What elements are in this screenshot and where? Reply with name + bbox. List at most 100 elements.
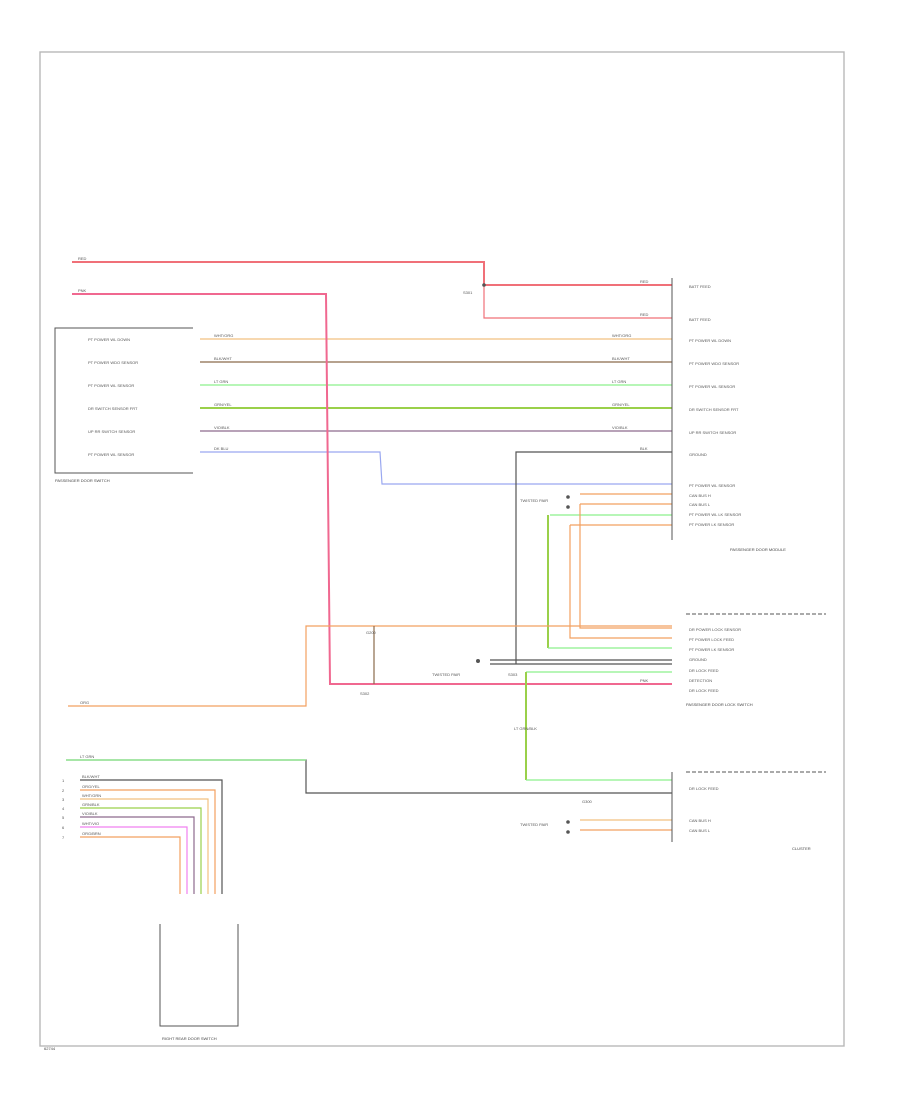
right-label-6: DR SWITCH SENSOR FRT	[689, 407, 739, 412]
wire-label-wht-org: WHT/ORG	[214, 333, 233, 338]
twisted-pair-dot-1	[566, 495, 570, 499]
wire-label-lt-grn: LT GRN	[214, 379, 228, 384]
right-label-13: PT POWER LK SENSOR	[689, 522, 734, 527]
passenger-door-switch-box	[54, 327, 193, 474]
wire-label-red-r2: RED	[640, 312, 649, 317]
left-labels: PT POWER WL DOWN PT POWER WDO SENSOR PT …	[88, 337, 138, 457]
left-label-2: PT POWER WDO SENSOR	[88, 360, 138, 365]
bottom-wire-3	[80, 798, 209, 894]
left-label-4: DR SWITCH SENSOR FRT	[88, 406, 138, 411]
wire-label-lt-grn-blk: LT GRN/BLK	[514, 726, 537, 731]
twisted-pair-dot-5	[566, 830, 570, 834]
right-label-17: GROUND	[689, 657, 707, 662]
right-label-21: DR LOCK FEED	[689, 786, 719, 791]
wire-red-batt	[72, 261, 672, 286]
twisted-pair-label-2: TWISTED PAIR	[432, 672, 460, 677]
bottom-wire-labels: BLK/WHT ORG/YEL WHT/GRN GRN/BLK VIO/BLK …	[82, 774, 101, 836]
bottom-pin-numbers: 1 2 3 4 5 6 7	[62, 778, 65, 840]
wire-label-vio-blk: VIO/BLK	[214, 425, 230, 430]
bottom-connector-wires	[80, 779, 223, 894]
passenger-door-module-label: PASSENGER DOOR MODULE	[730, 547, 786, 552]
wire-label-lt-grn-r: LT GRN	[612, 379, 626, 384]
bottom-pin-4: 4	[62, 806, 65, 811]
diagram-frame	[39, 51, 845, 1047]
bottom-wire-label-1: BLK/WHT	[82, 774, 100, 779]
wire-pink-feed	[72, 293, 672, 685]
right-label-12: PT POWER WL LK SENSOR	[689, 512, 741, 517]
wire-label-pink-r: PNK	[640, 678, 649, 683]
wire-label-vio-blk-r: VIO/BLK	[612, 425, 628, 430]
wire-label-wht-org-r: WHT/ORG	[612, 333, 631, 338]
right-label-19: DETECTION	[689, 678, 712, 683]
wire-orange-vertical	[569, 525, 672, 639]
right-label-23: CAN BUS L	[689, 828, 711, 833]
left-label-6: PT POWER WL SENSOR	[88, 452, 134, 457]
twisted-pair-dot-4	[566, 820, 570, 824]
wire-label-blk-wht-r: BLK/WHT	[612, 356, 630, 361]
wire-red-batt-2	[483, 285, 672, 319]
wire-blk-ground	[515, 451, 672, 664]
bottom-wire-label-6: WHT/VIO	[82, 821, 99, 826]
wire-label-lt-grn-2: LT GRN	[80, 754, 94, 759]
right-labels: BATT FEED BATT FEED PT POWER WL DOWN PT …	[689, 284, 741, 527]
bottom-wire-label-5: VIO/BLK	[82, 811, 98, 816]
right-rear-door-switch-label: RIGHT REAR DOOR SWITCH	[162, 1036, 217, 1041]
right-rear-door-switch-box	[159, 924, 239, 1027]
splice-label-g200: G200	[366, 630, 377, 635]
splice-label-s301: S301	[463, 290, 473, 295]
right-label-3: PT POWER WL DOWN	[689, 338, 731, 343]
right-label-10: CAN BUS H	[689, 493, 711, 498]
right-label-11: CAN BUS L	[689, 502, 711, 507]
twisted-pair-dot-3	[476, 659, 480, 663]
right-label-8: GROUND	[689, 452, 707, 457]
bottom-pin-6: 6	[62, 825, 65, 830]
wire-orange-long	[68, 625, 672, 707]
wire-label-red-r1: RED	[640, 279, 649, 284]
left-label-1: PT POWER WL DOWN	[88, 337, 130, 342]
bottom-pin-2: 2	[62, 788, 65, 793]
bottom-wire-6	[80, 826, 188, 894]
right-label-1: BATT FEED	[689, 284, 711, 289]
bottom-pin-7: 7	[62, 835, 65, 840]
left-label-5: UP RR SWITCH SENSOR	[88, 429, 135, 434]
right-label-4: PT POWER WDO SENSOR	[689, 361, 739, 366]
bottom-wire-4	[80, 807, 202, 894]
wire-label-blk: BLK	[640, 446, 648, 451]
right-label-9: PT POWER WL SENSOR	[689, 483, 735, 488]
right-label-2: BATT FEED	[689, 317, 711, 322]
passenger-door-switch-label: PASSENGER DOOR SWITCH	[55, 478, 110, 483]
wire-label-dk-blu: DK BLU	[214, 446, 229, 451]
wire-lt-green-cluster	[66, 759, 672, 794]
left-label-3: PT POWER WL SENSOR	[88, 383, 134, 388]
bottom-pin-5: 5	[62, 815, 65, 820]
twisted-pair-label-1: TWISTED PAIR	[520, 498, 548, 503]
twisted-pair-dot-2	[566, 505, 570, 509]
right-label-7: UP RR SWITCH SENSOR	[689, 430, 736, 435]
bottom-wire-label-3: WHT/GRN	[82, 793, 101, 798]
right-label-22: CAN BUS H	[689, 818, 711, 823]
cluster-label: CLUSTER	[792, 846, 811, 851]
wire-label-pink: PNK	[78, 288, 87, 293]
bottom-wire-1	[80, 779, 223, 894]
right-label-18: DR LOCK FEED	[689, 668, 719, 673]
wire-label-grn-yel-r: GRN/YEL	[612, 402, 630, 407]
passenger-door-lock-switch-label: PASSENGER DOOR LOCK SWITCH	[686, 702, 753, 707]
bottom-wire-label-7: ORG/BRN	[82, 831, 101, 836]
splice-s301	[482, 283, 486, 287]
right-label-20: DR LOCK FEED	[689, 688, 719, 693]
bottom-wire-label-2: ORG/YEL	[82, 784, 101, 789]
right-label-14: DR POWER LOCK SENSOR	[689, 627, 741, 632]
splice-label-s302: S302	[360, 691, 370, 696]
bottom-pin-3: 3	[62, 797, 65, 802]
bottom-wire-2	[80, 789, 216, 894]
wire-label-grn-yel: GRN/YEL	[214, 402, 232, 407]
footer-code: 62744	[44, 1046, 56, 1051]
splice-label-s303: S303	[508, 672, 518, 677]
bottom-wire-7	[80, 836, 181, 894]
wire-label-orange: ORG	[80, 700, 89, 705]
right-label-5: PT POWER WL SENSOR	[689, 384, 735, 389]
wire-label-red: RED	[78, 256, 87, 261]
wire-dk-blu	[200, 451, 672, 485]
wire-orange-vertical-2	[579, 504, 672, 629]
